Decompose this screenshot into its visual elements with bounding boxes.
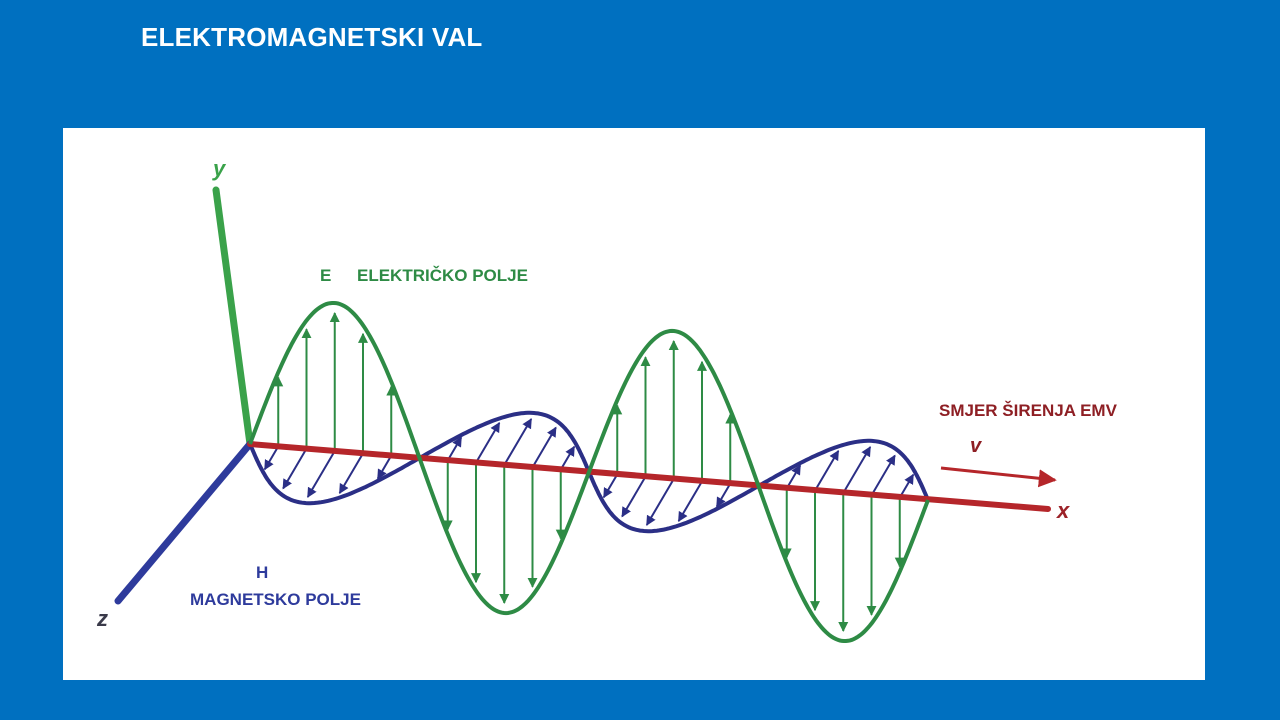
magnetic-field-vector xyxy=(475,421,501,464)
magnetic-field-vector xyxy=(503,418,533,466)
magnetic-field-vector xyxy=(602,473,619,499)
electric-field-vectors xyxy=(273,312,905,632)
magnetic-field-vector xyxy=(282,448,308,490)
magnetic-field-vector xyxy=(446,436,463,461)
magnetic-field-label: MAGNETSKO POLJE xyxy=(190,590,361,609)
magnetic-field-vector xyxy=(376,455,393,480)
magnetic-field-vector xyxy=(531,426,557,468)
x-axis xyxy=(247,441,1051,512)
z-axis xyxy=(114,440,254,605)
magnetic-field-vector xyxy=(621,476,647,518)
magnetic-field-vector xyxy=(338,452,364,495)
y-axis xyxy=(212,186,254,448)
x-axis-label: x xyxy=(1056,498,1070,523)
magnetic-field-vectors xyxy=(263,418,915,526)
magnetic-field-vector xyxy=(677,480,703,523)
z-axis-label: z xyxy=(96,606,108,631)
magnetic-field-vector xyxy=(870,454,896,496)
diagram-panel: y z x E ELEKTRIČKO POLJE H MAGNETSKO POL… xyxy=(63,128,1205,680)
magnetic-field-vector xyxy=(715,483,732,508)
magnetic-field-vector xyxy=(785,464,802,489)
magnetic-field-vector xyxy=(559,445,576,471)
magnetic-field-vector xyxy=(645,478,675,526)
magnetic-field-vector xyxy=(898,473,915,499)
slide-title: ELEKTROMAGNETSKI VAL xyxy=(141,22,483,52)
em-wave-diagram: y z x E ELEKTRIČKO POLJE H MAGNETSKO POL… xyxy=(96,156,1118,643)
electric-field-wave xyxy=(248,301,930,643)
velocity-arrow xyxy=(940,466,1057,488)
magnetic-field-vector xyxy=(842,446,872,494)
electric-field-label: ELEKTRIČKO POLJE xyxy=(357,266,528,285)
propagation-label: SMJER ŠIRENJA EMV xyxy=(939,401,1118,420)
magnetic-field-vector xyxy=(306,450,336,498)
magnetic-field-vector xyxy=(263,445,280,471)
magnetic-field-vector xyxy=(814,449,840,492)
magnetic-field-symbol: H xyxy=(256,563,268,582)
electric-field-symbol: E xyxy=(320,266,331,285)
velocity-symbol: v xyxy=(970,435,983,457)
y-axis-label: y xyxy=(212,156,227,181)
